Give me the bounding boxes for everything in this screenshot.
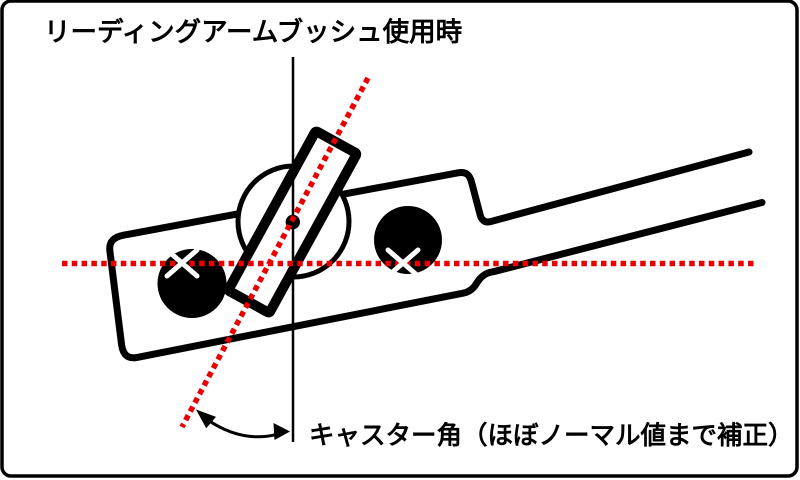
caster-angle-label: キャスター角（ほぼノーマル値まで補正） [309,421,794,450]
caster-angle-arrow-icon [196,409,290,440]
x-cross-right-icon [385,247,421,279]
bolt-hole-right [374,206,442,274]
bushing-axis-line [179,76,371,429]
x-cross-left-icon [164,247,200,279]
bolt-hole-left [157,249,227,318]
diagram-title: リーディングアームブッシュ使用時 [44,17,463,47]
